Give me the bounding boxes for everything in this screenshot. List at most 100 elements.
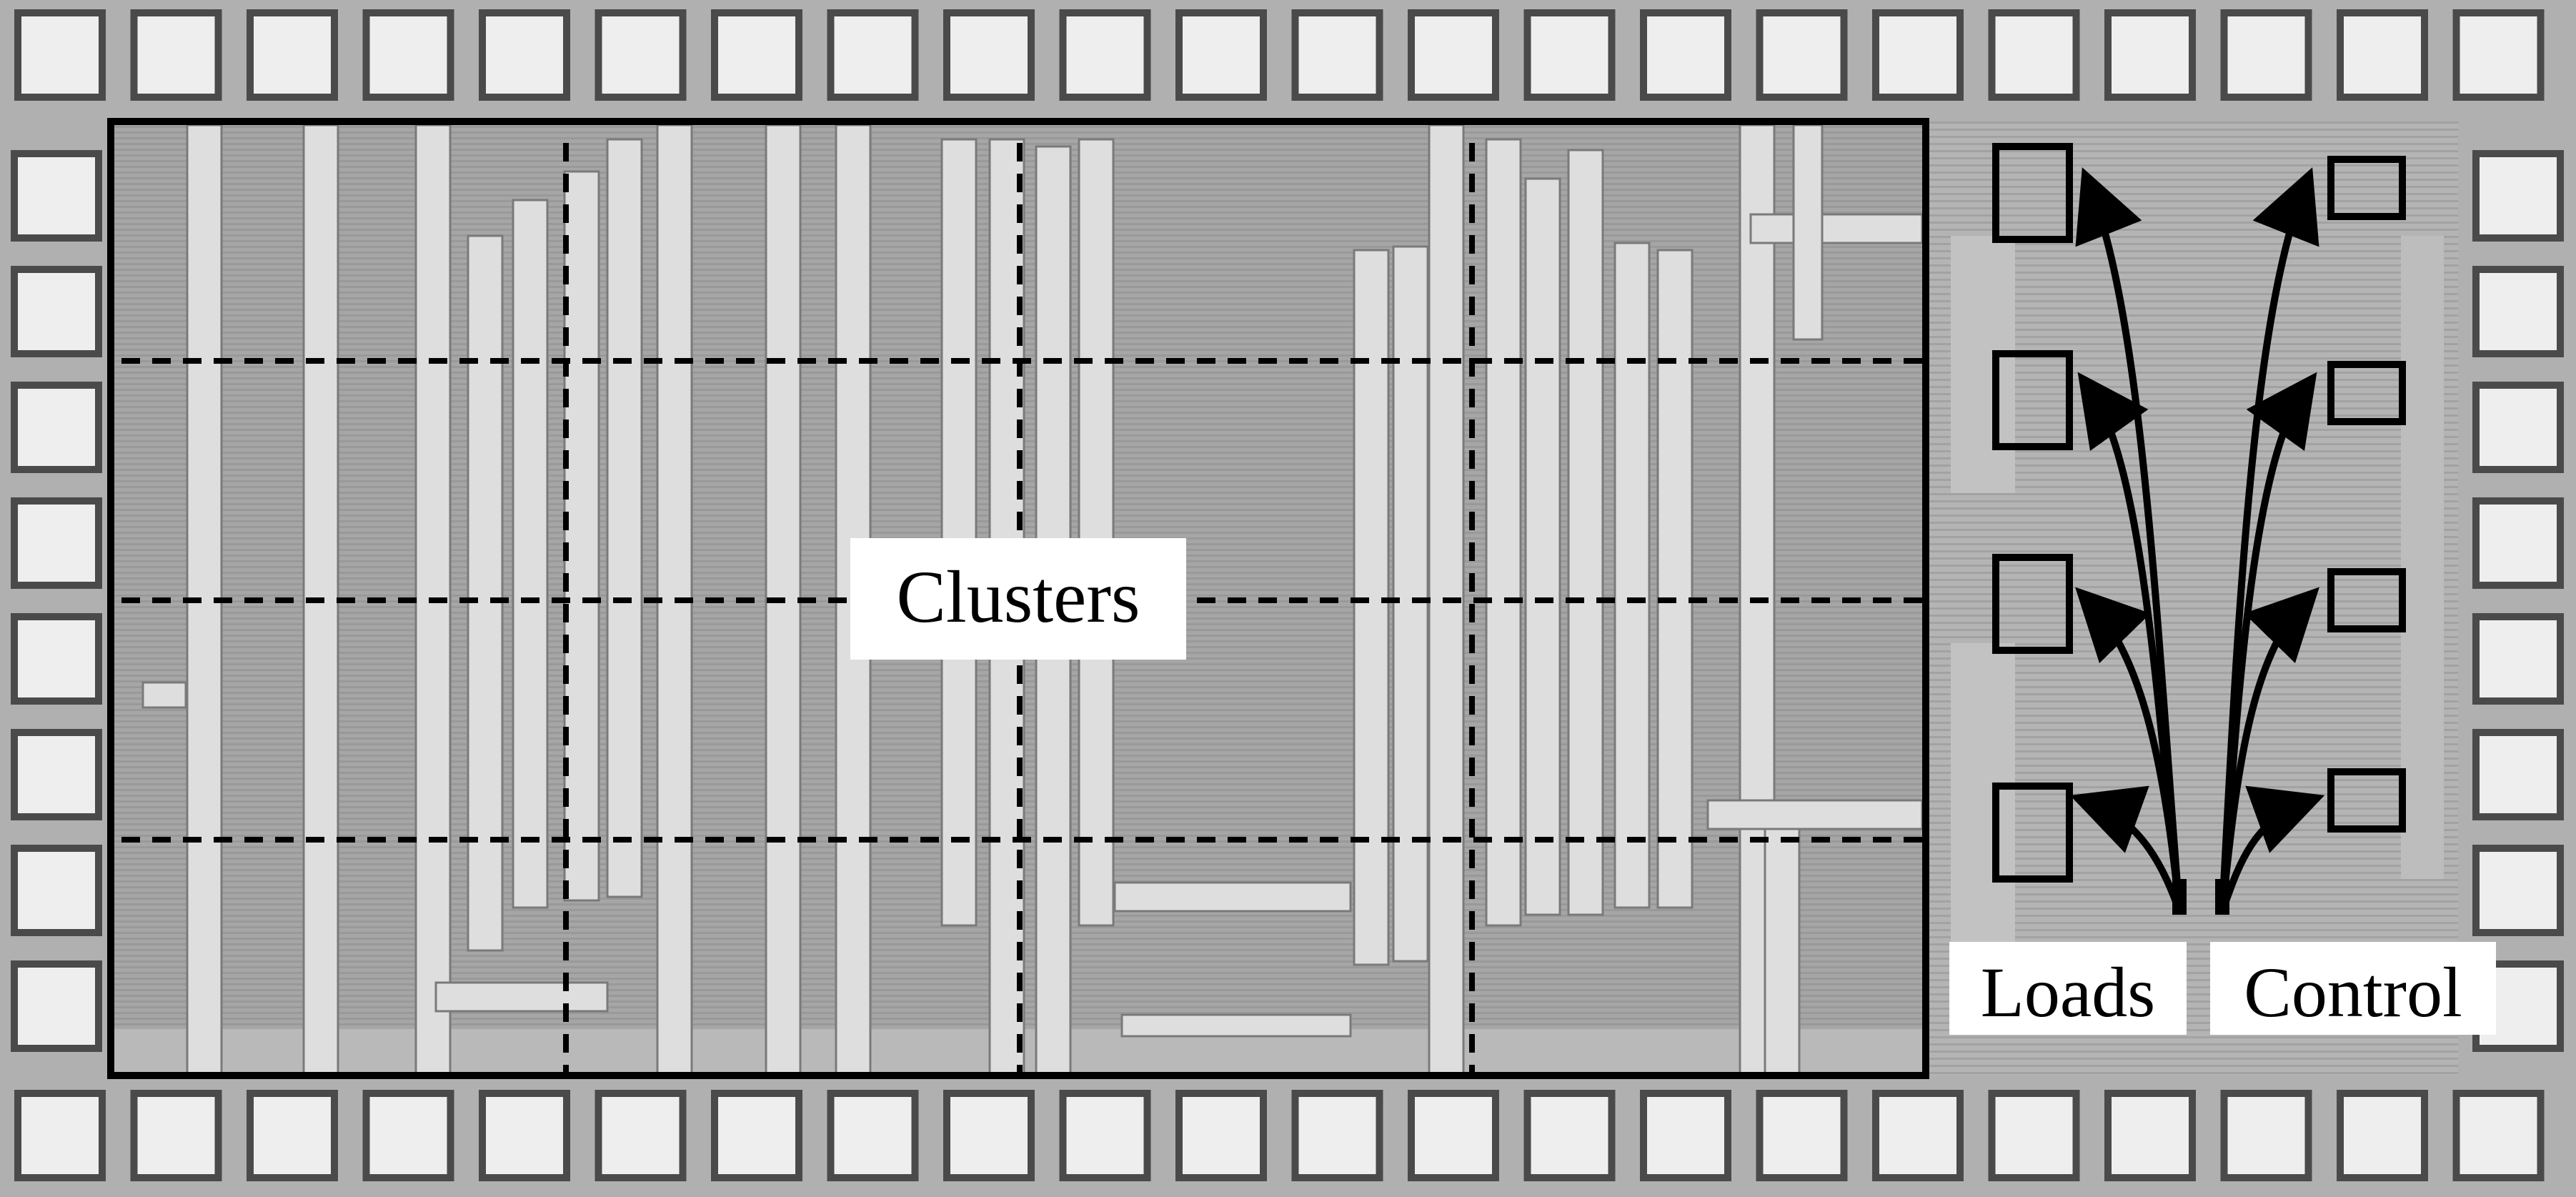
control-label-group: Control [2210,942,2496,1035]
bond-pad [11,845,102,936]
metal-trace [1485,138,1522,927]
bond-pad [2337,1090,2428,1181]
metal-trace [1120,1013,1352,1038]
metal-trace [1353,249,1390,966]
metal-trace [1078,138,1115,927]
loads-label: Loads [1981,953,2155,1032]
bond-pad [1988,9,2080,101]
bond-pad [1640,9,1731,101]
bond-pad [14,9,106,101]
bond-pad [2472,266,2564,357]
bond-pad [1756,9,1848,101]
clusters-label-group: Clusters [850,538,1186,660]
metal-trace [1567,149,1604,916]
bond-pad [1872,9,1964,101]
metal-trace [1764,820,1801,1077]
metal-trace [606,138,643,898]
fanout-stem-control [2215,879,2229,915]
bond-pad [2472,497,2564,589]
control-box-4 [2327,768,2406,833]
bond-pad [479,9,570,101]
clusters-label: Clusters [897,556,1140,638]
bond-pad [827,9,919,101]
control-elements [2327,156,2406,833]
bond-pad [2104,9,2196,101]
metal-trace [1613,242,1651,909]
bond-pad [943,9,1035,101]
bond-pad-ring [11,9,2564,1181]
bond-pad [2220,1090,2312,1181]
metal-trace [1113,881,1352,913]
metal-trace [563,170,600,902]
bond-pad [11,729,102,820]
load-arrow-3 [2075,587,2183,912]
bond-pad [1408,1090,1499,1181]
bond-pad [2472,845,2564,936]
bond-pad [1988,1090,2080,1181]
load-box-2 [1992,350,2073,450]
metal-trace [940,138,978,927]
peripheral-block-right [2401,236,2444,879]
metal-trace [1656,249,1694,909]
metal-trace [1392,245,1429,963]
bond-pad [1872,1090,1964,1181]
bond-pad [2452,1090,2545,1181]
bond-pad [247,9,338,101]
control-arrow-3 [2219,587,2319,912]
bond-pad [711,1090,802,1181]
bond-pad [1175,9,1267,101]
bond-pad [130,1090,222,1181]
bond-pad [11,613,102,705]
bond-pad [11,497,102,589]
peripheral-block-lower [1951,643,2015,943]
bond-pad [479,1090,570,1181]
bond-pad [595,1090,687,1181]
bond-pad [1291,9,1383,101]
bond-pad [1059,1090,1151,1181]
metal-trace [434,981,609,1013]
bond-pad [2472,382,2564,473]
bond-pad [2472,150,2564,242]
metal-trace [1749,213,1924,244]
bond-pad [1523,1090,1616,1181]
bond-pad [2472,729,2564,820]
load-box-1 [1992,143,2073,243]
bond-pad [1640,1090,1731,1181]
control-box-2 [2327,361,2406,425]
bond-pad [11,150,102,242]
control-box-1 [2327,156,2406,220]
control-box-3 [2327,568,2406,632]
bond-pad [827,1090,919,1181]
bond-pad [1291,1090,1383,1181]
bond-pad [14,1090,106,1181]
bond-pad [2220,9,2312,101]
bond-pad [1756,1090,1848,1181]
metal-trace [1524,177,1561,916]
bond-pad [130,9,222,101]
peripheral-circuit [1929,121,2458,1076]
bond-pad [247,1090,338,1181]
metal-trace [1706,799,1924,830]
bond-pad [1408,9,1499,101]
load-elements [1992,143,2073,883]
bond-pad [711,9,802,101]
bond-pad [2452,9,2545,101]
bond-pad [1059,9,1151,101]
loads-label-background [1949,942,2187,1035]
loads-label-group: Loads [1949,942,2187,1035]
bond-pad [1175,1090,1267,1181]
bond-pad [595,9,687,101]
bond-pad [2472,613,2564,705]
peripheral-fill [1929,121,2458,1076]
metal-trace [467,234,504,952]
bond-pad [943,1090,1035,1181]
bond-pad [2104,1090,2196,1181]
metal-trace [1792,124,1824,341]
load-box-4 [1992,783,2073,883]
bond-pad [11,960,102,1052]
load-box-3 [1992,554,2073,654]
bond-pad [11,382,102,473]
bond-pad [362,1090,454,1181]
bond-pad [11,266,102,357]
bond-pad [1523,9,1616,101]
